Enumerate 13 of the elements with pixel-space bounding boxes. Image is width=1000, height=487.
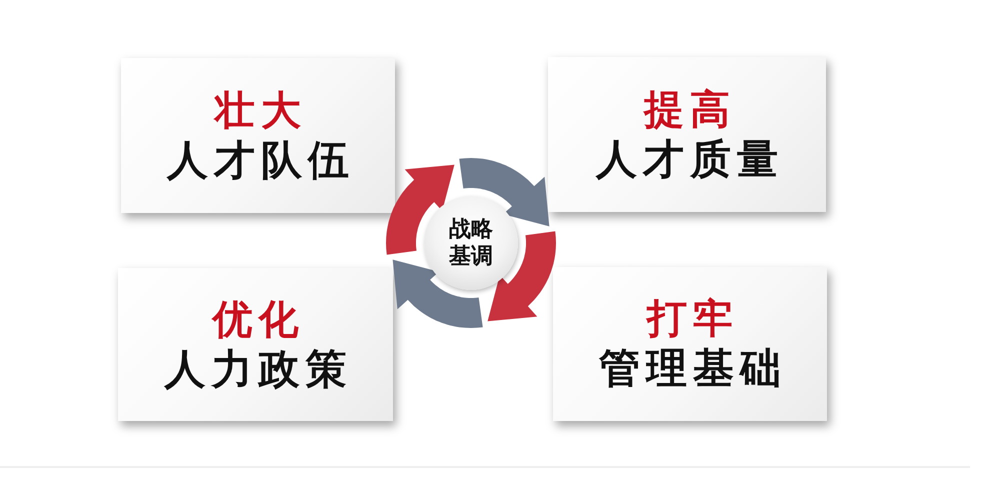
card-text: 人才队伍 bbox=[166, 134, 355, 184]
text-card bbox=[121, 58, 395, 213]
card-heading: 壮大 bbox=[212, 86, 307, 134]
text-card bbox=[553, 267, 827, 421]
card-text: 管理基础 bbox=[598, 343, 787, 393]
card-heading: 优化 bbox=[210, 296, 304, 344]
card-heading: 打牢 bbox=[644, 295, 739, 343]
hub-label: 战略基调 bbox=[448, 216, 494, 270]
card-text: 人力政策 bbox=[163, 344, 352, 394]
text-card bbox=[118, 268, 393, 421]
text-card bbox=[548, 57, 826, 212]
card-text: 人才质量 bbox=[594, 134, 784, 184]
card-heading: 提高 bbox=[642, 86, 736, 134]
